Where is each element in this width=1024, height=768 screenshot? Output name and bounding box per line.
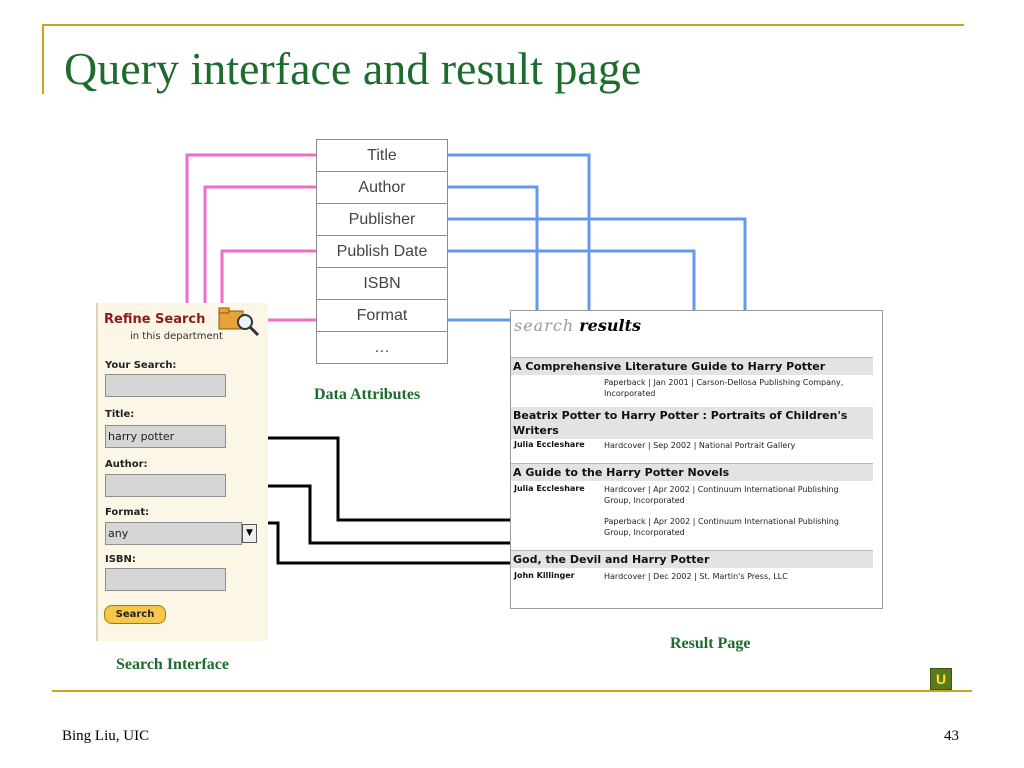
result-divider (511, 463, 873, 464)
search-button[interactable]: Search (104, 605, 166, 624)
attribute-publish-date: Publish Date (317, 236, 447, 268)
result-divider (511, 357, 873, 358)
your-search-input[interactable] (105, 374, 226, 397)
attribute-title: Title (317, 140, 447, 172)
title-rule (42, 24, 964, 26)
format-select[interactable]: any (105, 522, 242, 545)
result-author-4: John Killinger (514, 571, 575, 580)
isbn-field-input[interactable] (105, 568, 226, 591)
attribute-author: Author (317, 172, 447, 204)
result-page-caption: Result Page (670, 635, 751, 652)
title-field-input[interactable]: harry potter (105, 425, 226, 448)
search-results-heading: search results (514, 316, 641, 335)
your-search-label: Your Search: (105, 360, 177, 371)
slide-title: Query interface and result page (64, 43, 642, 94)
data-attributes-caption: Data Attributes (314, 386, 421, 403)
attribute-format: Format (317, 300, 447, 332)
result-divider (511, 550, 873, 551)
chevron-down-icon[interactable]: ▼ (242, 524, 257, 543)
result-author-2: Julia Eccleshare (514, 440, 585, 449)
heading-results-word: results (579, 316, 641, 335)
result-details-2: Hardcover | Sep 2002 | National Portrait… (604, 441, 796, 450)
author-field-input[interactable] (105, 474, 226, 497)
result-author-3: Julia Eccleshare (514, 484, 585, 493)
attribute-publisher: Publisher (317, 204, 447, 236)
result-details-4: Hardcover | Dec 2002 | St. Martin's Pres… (604, 572, 788, 581)
attribute-ellipsis: … (374, 339, 390, 356)
result-title-1[interactable]: A Comprehensive Literature Guide to Harr… (511, 358, 873, 375)
refine-search-subheading: in this department (130, 331, 223, 342)
search-interface-caption: Search Interface (116, 656, 229, 673)
footer-rule (52, 690, 972, 692)
result-title-3[interactable]: A Guide to the Harry Potter Novels (511, 464, 873, 481)
author-field-label: Author: (105, 459, 148, 470)
data-attributes-table: Title Author Publisher Publish Date ISBN… (316, 139, 448, 364)
result-details-3b: Paperback | Apr 2002 | Continuum Interna… (604, 517, 839, 537)
attribute-isbn: ISBN (317, 268, 447, 300)
result-details-1: Paperback | Jan 2001 | Carson-Dellosa Pu… (604, 378, 844, 398)
format-field-label: Format: (105, 507, 150, 518)
title-field-label: Title: (105, 409, 135, 420)
heading-search-word: search (514, 316, 575, 335)
result-title-2[interactable]: Beatrix Potter to Harry Potter : Portrai… (511, 407, 873, 439)
page-number: 43 (944, 728, 959, 744)
logo-icon: U (930, 668, 952, 690)
isbn-field-label: ISBN: (105, 554, 136, 565)
result-title-4[interactable]: God, the Devil and Harry Potter (511, 551, 873, 568)
refine-search-heading: Refine Search (104, 312, 206, 327)
footer-author: Bing Liu, UIC (62, 728, 150, 744)
title-accent-bar (42, 24, 44, 94)
result-details-3a: Hardcover | Apr 2002 | Continuum Interna… (604, 485, 839, 505)
folder-magnifier-icon (218, 307, 260, 337)
